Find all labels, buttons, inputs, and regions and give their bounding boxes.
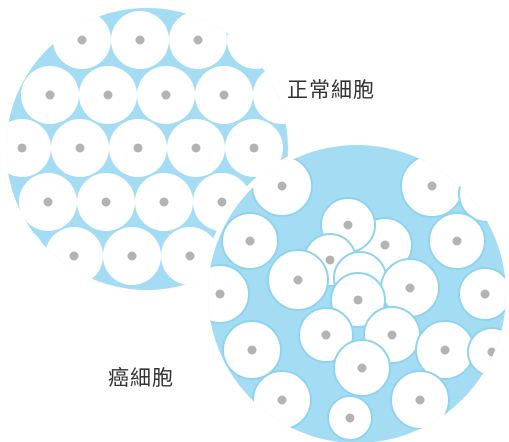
normal-cell (45, 227, 103, 285)
cancer-cell (222, 320, 282, 380)
nucleus (133, 143, 143, 153)
nucleus (251, 35, 261, 45)
normal-cell (111, 11, 169, 69)
normal-cell (169, 11, 227, 69)
nucleus (277, 181, 287, 191)
cancer-cell (458, 267, 506, 321)
nucleus (75, 143, 85, 153)
nucleus (11, 251, 21, 261)
nucleus (161, 90, 171, 100)
nucleus (277, 395, 287, 405)
nucleus (387, 330, 397, 340)
nucleus (45, 90, 55, 100)
cancer-cell (390, 370, 450, 430)
nucleus (135, 35, 145, 45)
nucleus (353, 295, 363, 305)
nucleus (245, 236, 255, 246)
normal-cell (137, 66, 195, 124)
cancer-cell (298, 307, 354, 363)
nucleus (69, 251, 79, 261)
nucleus (127, 251, 137, 261)
cancer-cell (428, 212, 486, 270)
cancer-cell (252, 370, 312, 430)
nucleus (17, 143, 27, 153)
nucleus (219, 90, 229, 100)
nucleus (185, 251, 195, 261)
normal-cell (109, 119, 167, 177)
nucleus (249, 143, 259, 153)
cancer-cell (327, 395, 373, 441)
normal-cell (227, 11, 285, 69)
nucleus (480, 289, 490, 299)
nucleus (482, 189, 492, 199)
nucleus (440, 345, 450, 355)
nucleus (159, 197, 169, 207)
normal-cell (51, 119, 109, 177)
normal-cell (53, 11, 111, 69)
normal-cell (6, 119, 51, 177)
normal-cell (19, 173, 77, 231)
normal-cell-label: 正常細胞 (287, 78, 375, 102)
nucleus (277, 90, 287, 100)
nucleus (405, 283, 415, 293)
cancer-cell (221, 212, 279, 270)
cancer-cell (330, 272, 386, 328)
nucleus (77, 35, 87, 45)
nucleus (293, 275, 303, 285)
normal-cell (195, 66, 253, 124)
cancer-cell-label: 癌細胞 (108, 366, 174, 390)
nucleus (325, 255, 335, 265)
nucleus (103, 90, 113, 100)
normal-cell (21, 66, 79, 124)
nucleus (357, 363, 367, 373)
cancer-cell (267, 249, 329, 311)
normal-cell (77, 173, 135, 231)
nucleus (321, 330, 331, 340)
nucleus (427, 181, 437, 191)
normal-cell (135, 173, 193, 231)
normal-cell (225, 119, 283, 177)
nucleus (380, 240, 390, 250)
normal-cell (161, 227, 219, 285)
cancer-cell-group (208, 145, 506, 442)
nucleus (193, 35, 203, 45)
cancer-cell (333, 339, 391, 397)
normal-cell (79, 66, 137, 124)
normal-cell (103, 227, 161, 285)
nucleus (191, 143, 201, 153)
nucleus (217, 197, 227, 207)
normal-cell (167, 119, 225, 177)
cancer-cell (208, 264, 250, 324)
nucleus (247, 345, 257, 355)
nucleus (43, 197, 53, 207)
nucleus (415, 395, 425, 405)
nucleus (343, 220, 353, 230)
normal-cell-body (227, 11, 285, 69)
nucleus (345, 413, 355, 423)
nucleus (215, 289, 225, 299)
nucleus (452, 236, 462, 246)
nucleus (101, 197, 111, 207)
cancer-cell (415, 320, 475, 380)
